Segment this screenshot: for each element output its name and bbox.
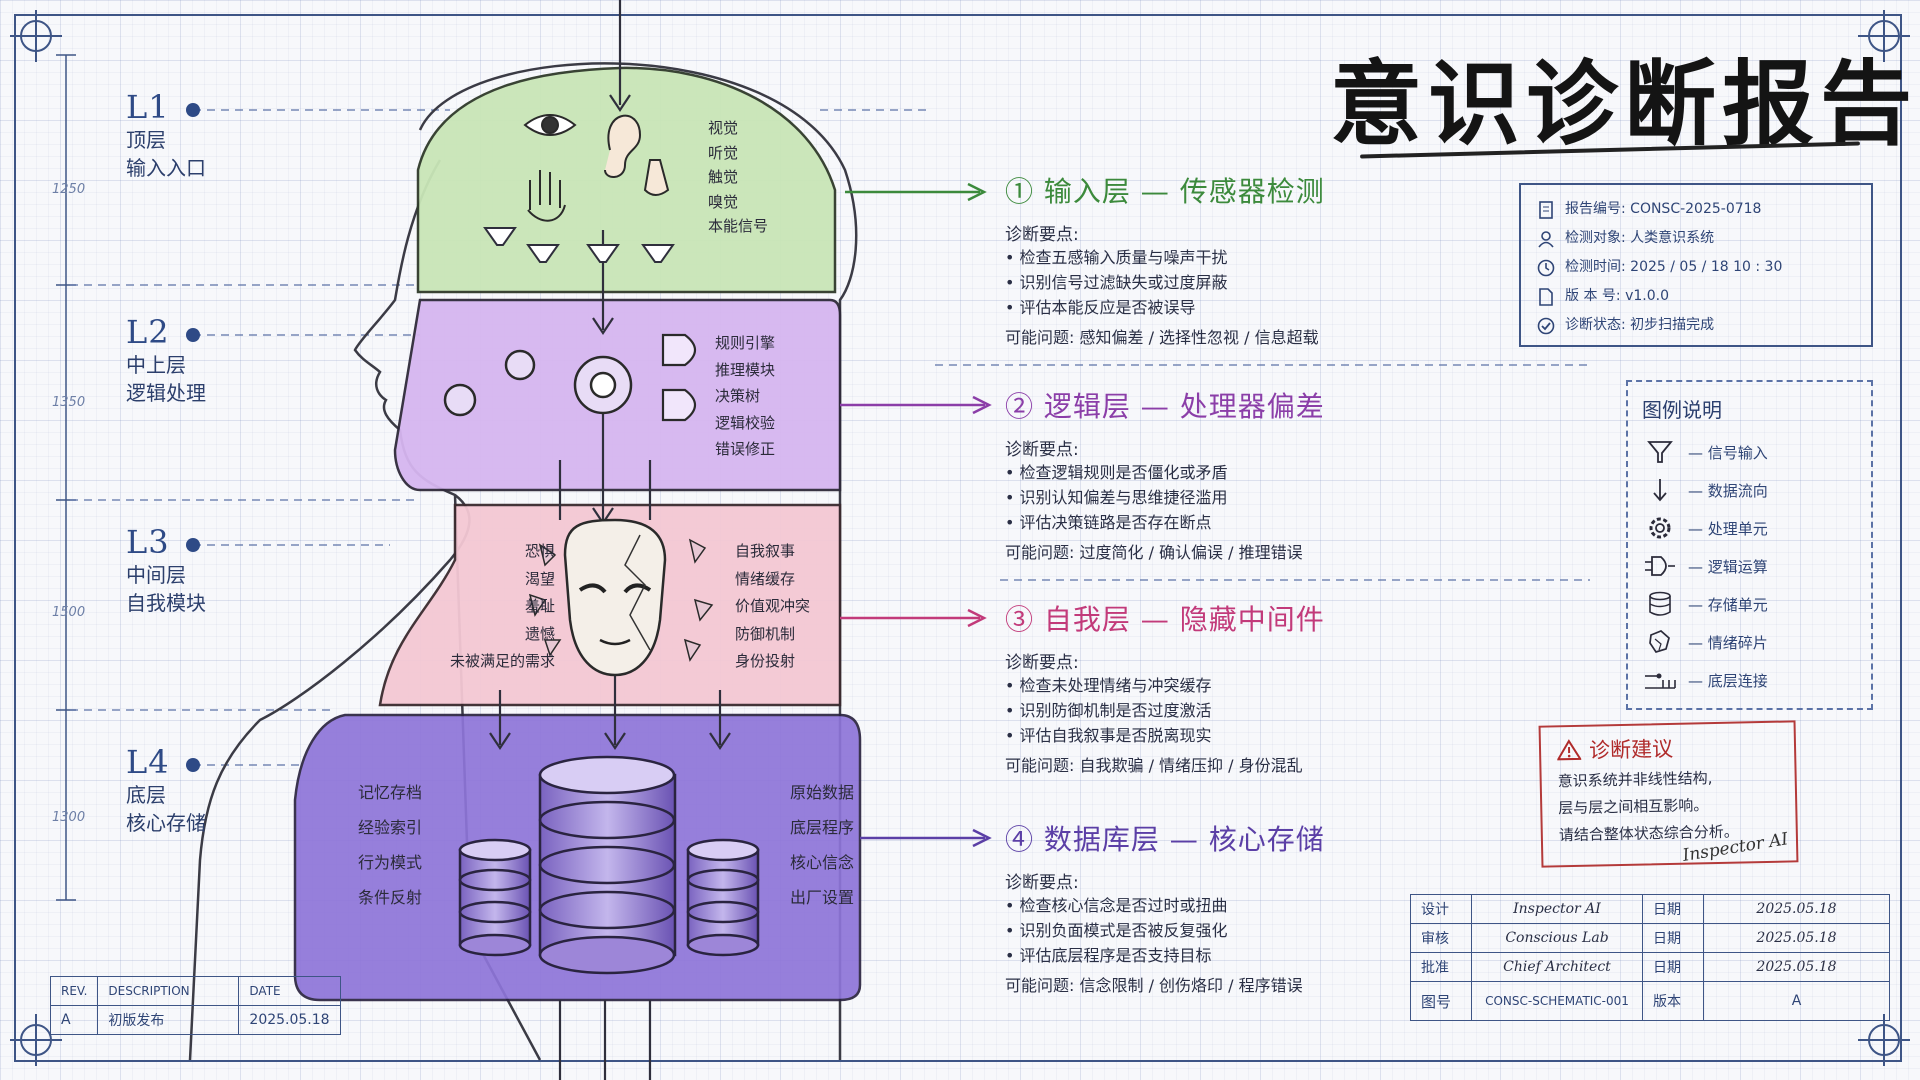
warning-icon	[1556, 739, 1582, 761]
self-right-labels: 自我叙事 情绪缓存 价值观冲突 防御机制 身份投射	[735, 542, 811, 670]
level-l4: L4 底层 核心存储	[126, 743, 206, 835]
legend-title: 图例说明	[1642, 398, 1722, 422]
section-input: ① 输入层 — 传感器检测 诊断要点: • 检查五感输入质量与噪声干扰 • 识别…	[1005, 175, 1325, 347]
user-icon	[1535, 228, 1557, 250]
shard-icon	[1642, 629, 1678, 655]
database-icon	[1642, 591, 1678, 617]
page-title: 意识诊断报告	[1330, 50, 1919, 158]
level-l3: L3 中间层 自我模块	[126, 523, 206, 615]
drawing-frame	[14, 14, 1902, 1062]
check-circle-icon	[1535, 315, 1557, 337]
gear-icon	[1642, 514, 1678, 542]
arrow-down-icon	[1642, 477, 1678, 503]
logic-gate-icon	[1642, 554, 1678, 578]
clock-icon	[1535, 257, 1557, 279]
corner-marks	[10, 10, 1910, 1066]
logic-labels: 规则引擎 推理模块 决策树 逻辑校验 错误修正	[715, 334, 776, 458]
report-info-box: 报告编号: CONSC-2025-0718 检测对象: 人类意识系统 检测时间:…	[1519, 183, 1873, 347]
document-icon	[1535, 199, 1557, 221]
level-l2: L2 中上层 逻辑处理	[126, 313, 206, 405]
db-right-labels: 原始数据 底层程序 核心信念 出厂设置	[790, 783, 855, 907]
gear-cluster	[443, 349, 633, 417]
dimension-4: 1300	[52, 810, 86, 825]
dimension-1: 1250	[52, 182, 86, 197]
level-l1: L1 顶层 输入入口	[126, 88, 206, 180]
dimension-2: 1350	[52, 395, 86, 410]
section-logic: ② 逻辑层 — 处理器偏差 诊断要点: • 检查逻辑规则是否僵化或矛盾 • 识别…	[1005, 390, 1325, 562]
database-stacks	[458, 755, 760, 975]
cracked-mask	[528, 518, 714, 677]
funnel-icon	[1642, 439, 1678, 465]
input-labels: 视觉 听觉 触觉 嗅觉 本能信号	[708, 119, 769, 235]
legend-box: 图例说明 — 信号输入 — 数据流向 — 处理单元 — 逻辑运算 — 存储单元 …	[1626, 380, 1873, 710]
dimension-3: 1500	[52, 605, 86, 620]
sense-organs	[523, 114, 670, 222]
section-self: ③ 自我层 — 隐藏中间件 诊断要点: • 检查未处理情绪与冲突缓存 • 识别防…	[1005, 603, 1325, 775]
file-icon	[1535, 286, 1557, 308]
connector-icon	[1642, 668, 1678, 692]
section-database: ④ 数据库层 — 核心存储 诊断要点: • 检查核心信念是否过时或扭曲 • 识别…	[1005, 823, 1325, 995]
self-left-labels: 恐惧 渴望 羞耻 遗憾 未被满足的需求	[449, 542, 555, 670]
advice-stamp: 诊断建议 意识系统并非线性结构, 层与层之间相互影响。 请结合整体状态综合分析。…	[1538, 720, 1799, 868]
db-left-labels: 记忆存档 经验索引 行为模式 条件反射	[358, 783, 423, 907]
